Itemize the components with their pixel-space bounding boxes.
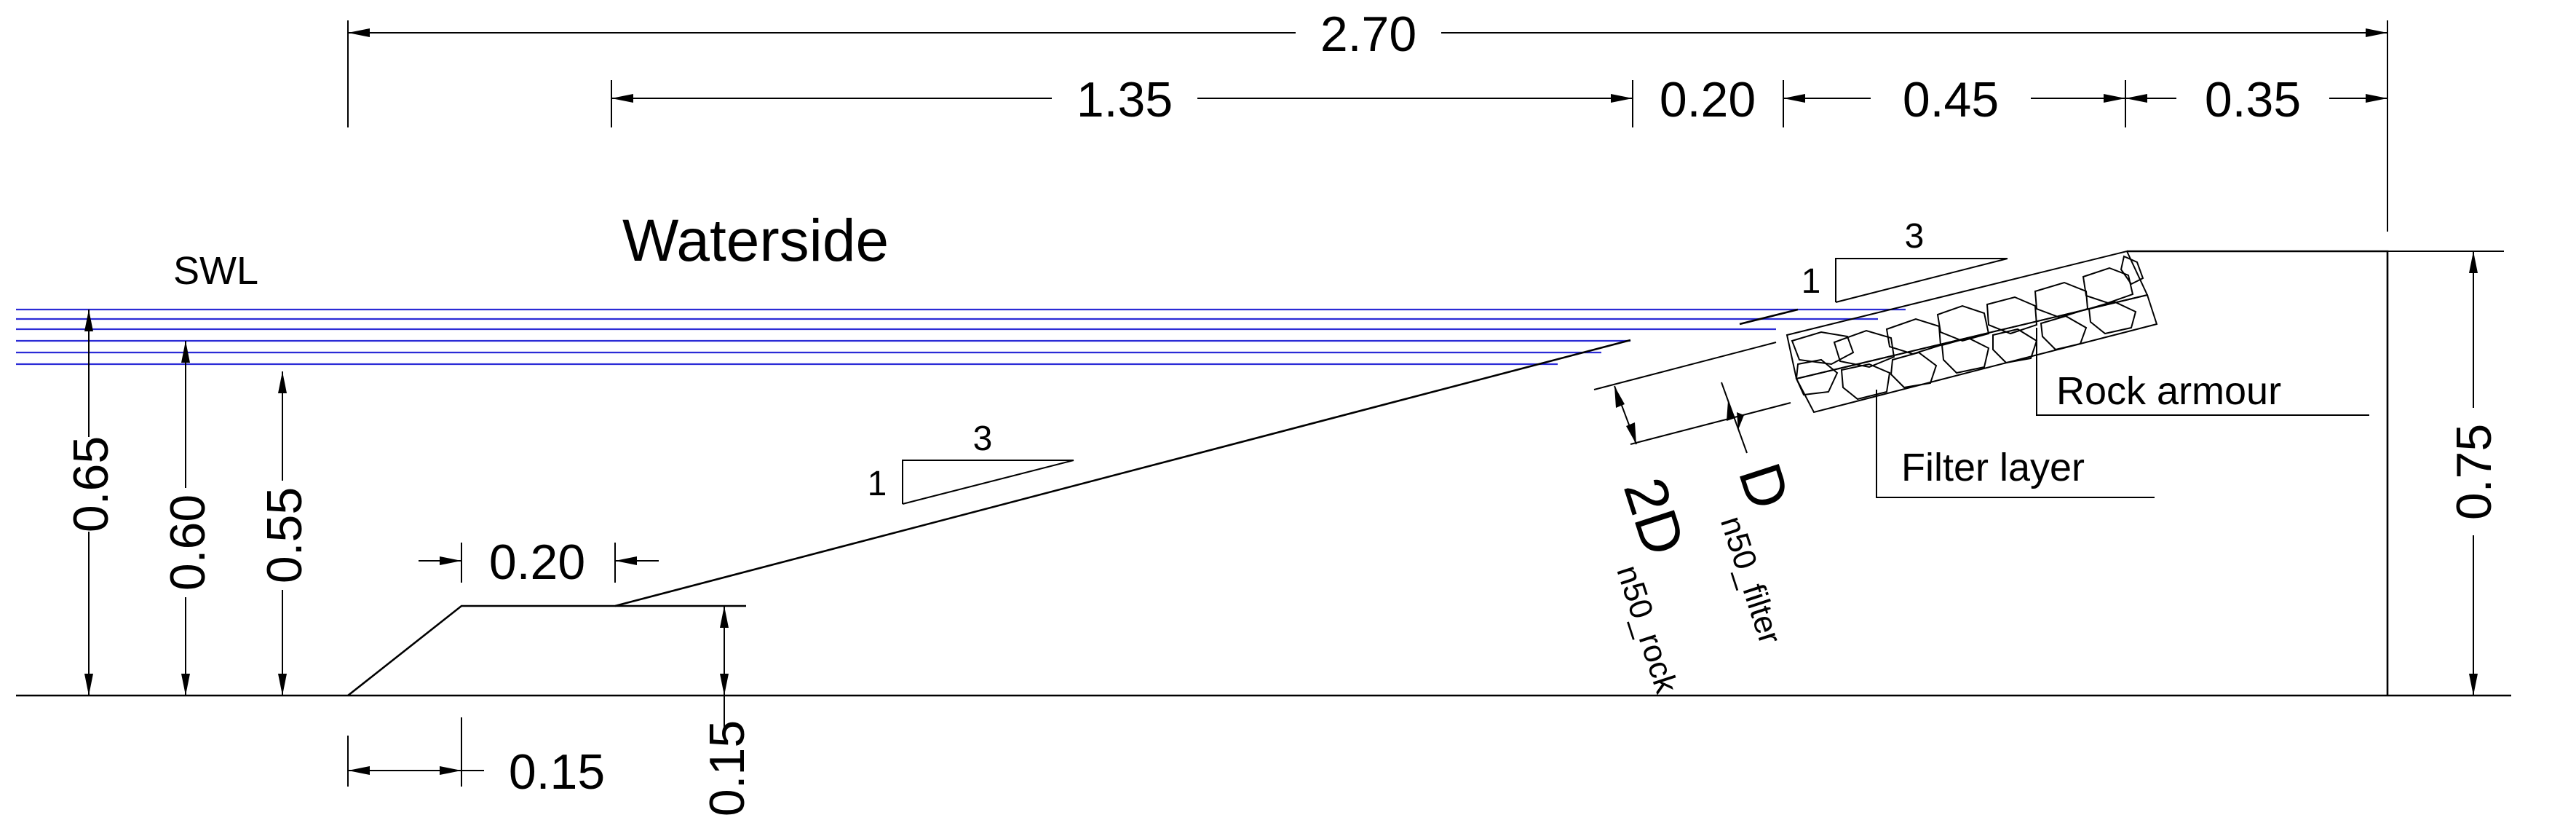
dim-crest-height-label: 0.75 bbox=[2446, 424, 2502, 520]
dim-slope-length-label: 1.35 bbox=[1077, 72, 1173, 127]
main-slope-run: 3 bbox=[973, 420, 993, 458]
dim-armour-width-label: 0.45 bbox=[1903, 72, 1999, 127]
dim-row-2: 1.35 0.20 0.45 0.35 bbox=[611, 72, 2388, 127]
armour-slope-rise: 1 bbox=[1802, 262, 1821, 301]
main-slope-rise: 1 bbox=[868, 465, 887, 503]
filter-layer-callout: Filter layer bbox=[1876, 390, 2155, 498]
dim-toe-top-width: 0.20 bbox=[419, 535, 659, 590]
armour-rocks bbox=[1791, 255, 2144, 401]
dim-toe-base-width: 0.15 bbox=[347, 717, 605, 800]
water-level-lines bbox=[16, 308, 1906, 366]
filter-thickness-label: D n50_filter bbox=[1713, 455, 1802, 648]
svg-text:n50_filter: n50_filter bbox=[1713, 512, 1788, 648]
dim-toe-top-width-label: 0.20 bbox=[489, 535, 585, 590]
rock-armour-label: Rock armour bbox=[2056, 369, 2281, 413]
filter-layer-label: Filter layer bbox=[1901, 446, 2085, 489]
dim-toe-height-label: 0.15 bbox=[700, 720, 755, 816]
svg-text:D: D bbox=[1726, 455, 1802, 516]
armour-slope-indicator: 1 3 bbox=[1802, 217, 2008, 303]
swl-label: SWL bbox=[173, 249, 258, 293]
armour-layer bbox=[1786, 250, 2158, 414]
dim-filter-width-label: 0.20 bbox=[1660, 72, 1756, 127]
dim-total-length-label: 2.70 bbox=[1320, 7, 1416, 62]
svg-text:n50_rock: n50_rock bbox=[1609, 561, 1684, 698]
main-slope-indicator: 1 3 bbox=[868, 420, 1074, 505]
water-level-dimensions: 0.65 0.60 0.55 bbox=[63, 310, 312, 696]
dim-toe-base-width-label: 0.15 bbox=[509, 744, 605, 800]
svg-text:2D: 2D bbox=[1611, 470, 1697, 563]
dim-crest-width-label: 0.35 bbox=[2205, 72, 2301, 127]
dim-toe-height: 0.15 bbox=[700, 606, 755, 816]
rock-armour-callout: Rock armour bbox=[2036, 328, 2369, 416]
waterside-label: Waterside bbox=[622, 208, 889, 274]
water-level-label-1: 0.65 bbox=[63, 436, 119, 532]
water-level-label-2: 0.60 bbox=[160, 495, 215, 591]
dim-total-length: 2.70 bbox=[347, 7, 2388, 232]
water-level-label-3: 0.55 bbox=[257, 487, 312, 583]
dim-crest-height: 0.75 bbox=[2387, 251, 2504, 696]
layer-thickness-markers bbox=[1593, 342, 1791, 454]
armour-slope-run: 3 bbox=[1905, 217, 1925, 256]
rock-thickness-label: 2D n50_rock bbox=[1609, 470, 1697, 698]
